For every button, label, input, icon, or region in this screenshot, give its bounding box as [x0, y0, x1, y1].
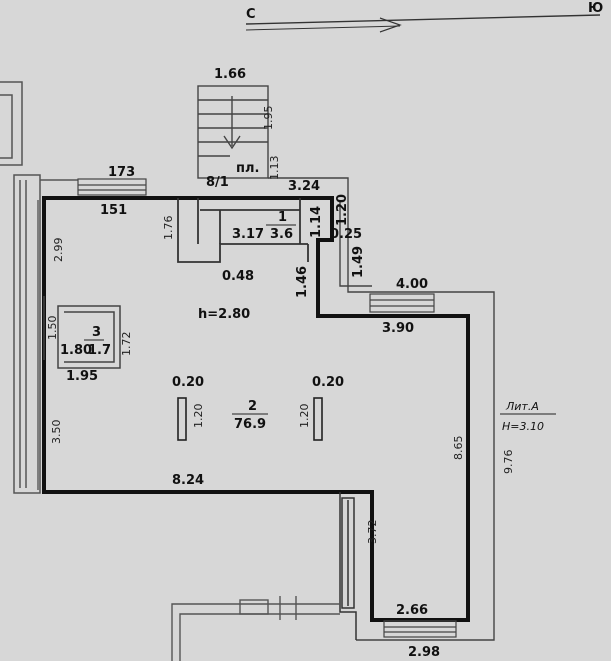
room3-number: 3 [92, 325, 101, 340]
dim-alcove-side: 3.72 [366, 520, 379, 545]
room1-partition [177, 198, 309, 263]
dim-left-notch: 1.76 [162, 216, 175, 241]
compass-north-label: С [246, 7, 256, 22]
stair-width-label: 1.66 [214, 67, 246, 82]
dim-bottom-outer: 2.98 [408, 645, 440, 660]
dim-east-total: 9.76 [502, 450, 515, 475]
room1-number: 1 [278, 210, 287, 225]
compass: С Ю [245, 1, 603, 33]
dim-closet-small: 1.50 [46, 316, 59, 341]
dim-east-wall: 3.90 [382, 321, 414, 336]
stair-platform-label: пл. [236, 161, 259, 176]
dim-east-window: 4.00 [396, 277, 428, 292]
bottom-neighbor-wall [171, 596, 340, 661]
compass-arrow-icon [379, 17, 402, 33]
dim-closet-bottom: 1.95 [66, 369, 98, 384]
main-wall [42, 196, 470, 622]
dim-closet-depth: 1.72 [120, 332, 133, 357]
compass-line-lower [245, 25, 401, 31]
building-letter: Лит.А [505, 400, 539, 413]
top-window [77, 178, 147, 196]
dim-ratio: 8/1 [206, 175, 229, 190]
dim-room1-top: 3.24 [288, 179, 320, 194]
ceiling-height-label: h=2.80 [198, 307, 250, 322]
compass-south-label: Ю [588, 1, 603, 16]
dim-column-left: 1.20 [192, 404, 205, 429]
column-right [313, 397, 323, 441]
dim-east-long: 8.65 [452, 436, 465, 461]
stair [197, 85, 290, 179]
dim-top-window: 173 [108, 165, 135, 180]
column-left [177, 397, 187, 441]
outer-contour [290, 177, 495, 641]
dim-room1-width: 3.17 [232, 227, 264, 242]
building-height: H=3.10 [502, 420, 544, 433]
stair-arrow-icon [223, 135, 241, 150]
dim-closet-width: 1.80 [60, 343, 92, 358]
dim-inner-step: 1.46 [295, 266, 310, 298]
room1-area: 3.6 [270, 227, 293, 242]
closet [43, 296, 121, 369]
room2-area: 76.9 [234, 417, 266, 432]
dim-room1-right: 1.14 [309, 206, 324, 238]
room2-number: 2 [248, 399, 257, 414]
dim-notch-depth: 0.48 [222, 269, 254, 284]
dim-stair-side: 1.13 [268, 156, 281, 181]
dim-bottom-inner: 2.66 [396, 603, 428, 618]
dim-top-wall: 151 [100, 203, 127, 218]
dim-column-gap-left: 0.20 [172, 375, 204, 390]
dim-south-wall: 8.24 [172, 473, 204, 488]
bottom-window [383, 620, 457, 638]
stair-length-label: 1.95 [262, 106, 275, 131]
compass-line [245, 14, 601, 25]
dim-step-down: 1.49 [351, 246, 366, 278]
dim-west-upper: 2.99 [52, 238, 65, 263]
east-window [369, 293, 435, 313]
left-neighbor-wall [0, 81, 78, 494]
dim-column-right: 1.20 [298, 404, 311, 429]
dim-right-step: 1.20 [335, 194, 350, 226]
dim-column-gap-right: 0.20 [312, 375, 344, 390]
dim-west-lower: 3.50 [50, 420, 63, 445]
dim-small-step: 0.25 [330, 227, 362, 242]
room3-area: 1.7 [88, 343, 111, 358]
alcove [339, 492, 357, 640]
